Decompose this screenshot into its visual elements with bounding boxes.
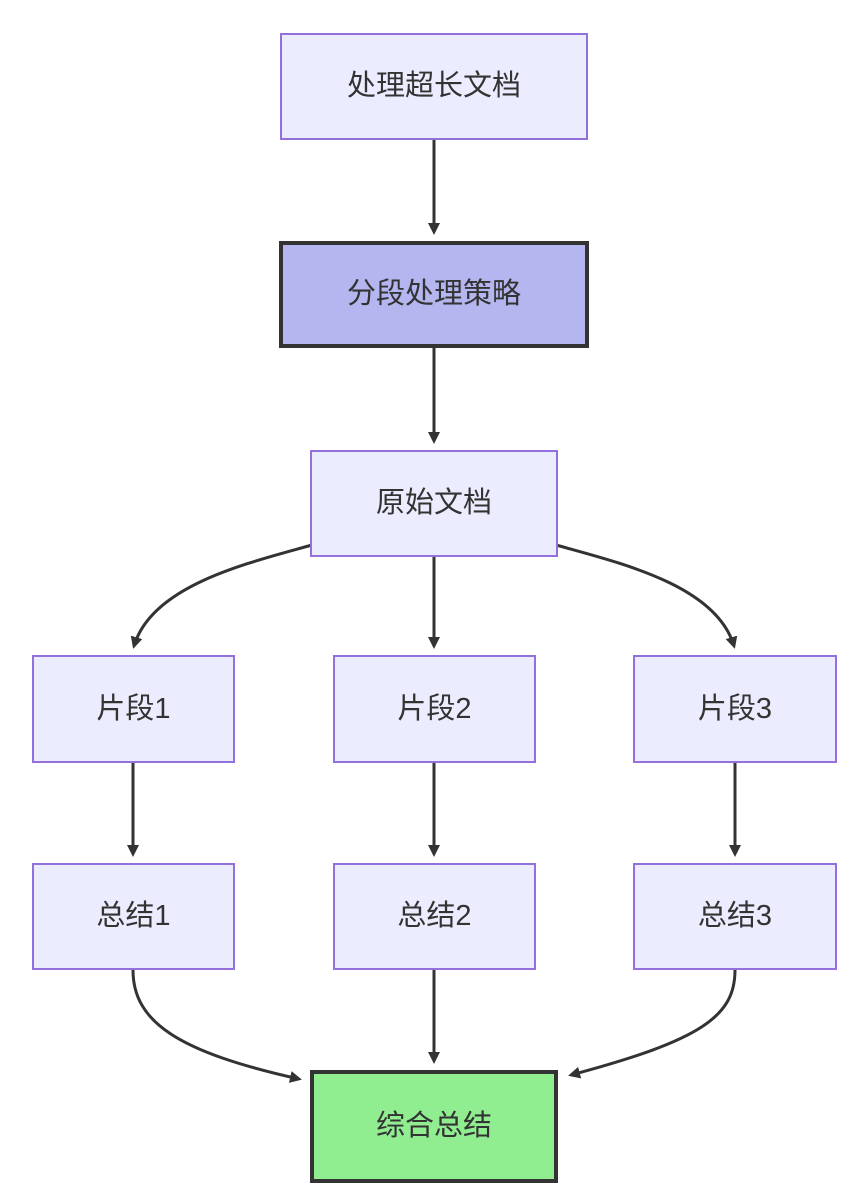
- node-label: 片段2: [397, 692, 472, 725]
- edge-c-d3: [555, 543, 738, 649]
- node-final-summary: 综合总结: [310, 1070, 558, 1183]
- node-fragment-3: 片段3: [633, 655, 837, 763]
- node-label: 总结3: [697, 900, 773, 933]
- node-summary-3: 总结3: [633, 863, 837, 970]
- node-original-document: 原始文档: [310, 450, 558, 557]
- node-label: 分段处理策略: [346, 278, 521, 311]
- node-fragment-2: 片段2: [333, 655, 536, 763]
- node-summary-2: 总结2: [333, 863, 536, 970]
- node-label: 综合总结: [375, 1110, 492, 1143]
- node-process-long-document: 处理超长文档: [280, 33, 588, 140]
- node-label: 总结1: [96, 900, 171, 933]
- node-summary-1: 总结1: [32, 863, 235, 970]
- node-label: 处理超长文档: [346, 70, 521, 103]
- node-segmentation-strategy: 分段处理策略: [279, 241, 589, 348]
- edge-c-d1: [130, 543, 313, 649]
- edge-s1-f: [131, 969, 302, 1083]
- node-label: 片段3: [697, 692, 773, 725]
- node-label: 总结2: [397, 900, 472, 933]
- edge-s3-f: [568, 969, 737, 1079]
- node-fragment-1: 片段1: [32, 655, 235, 763]
- node-label: 片段1: [96, 692, 171, 725]
- node-label: 原始文档: [375, 487, 492, 520]
